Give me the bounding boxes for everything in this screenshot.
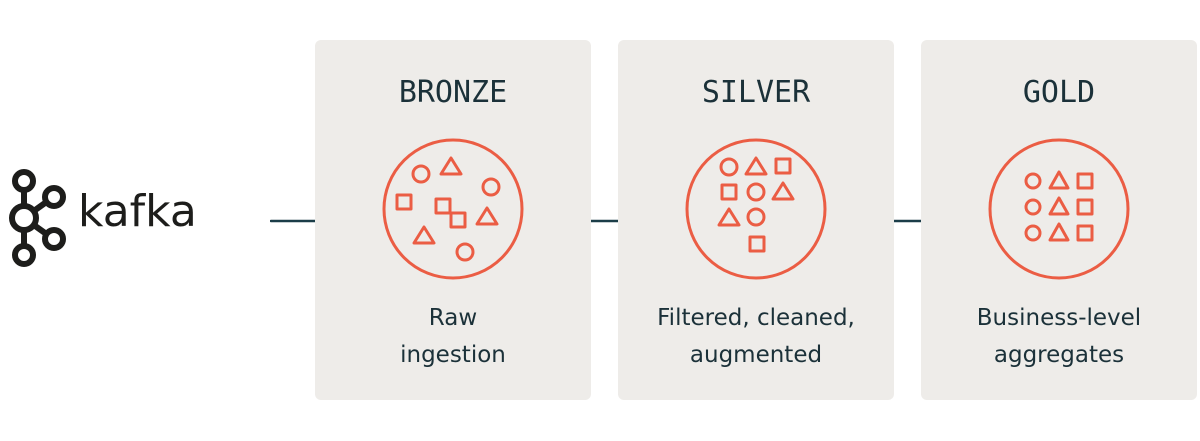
- stage-title: GOLD: [1022, 75, 1096, 110]
- kafka-logo: kafka: [2, 168, 222, 268]
- stage-title: SILVER: [701, 75, 811, 110]
- stage-description: Business-level aggregates: [921, 300, 1197, 374]
- stage-description-line: Raw: [428, 305, 478, 331]
- scattered-shapes-icon: [382, 138, 524, 280]
- stage-bronze: BRONZE Raw ingestion: [315, 40, 591, 400]
- stage-description-line: Business-level: [976, 305, 1142, 331]
- stage-description: Raw ingestion: [315, 300, 591, 374]
- stage-description-line: Filtered, cleaned,: [657, 305, 855, 331]
- stage-silver: SILVER Filtered, cleaned, augmented: [618, 40, 894, 400]
- partially-sorted-shapes-icon: [685, 138, 827, 280]
- stage-description-line: aggregates: [993, 342, 1125, 368]
- stage-gold: GOLD Business-level aggregates: [921, 40, 1197, 400]
- kafka-logo-text: kafka: [78, 186, 197, 237]
- stage-description-line: ingestion: [400, 342, 506, 368]
- stage-title: BRONZE: [398, 75, 508, 110]
- stage-description-line: augmented: [689, 342, 823, 368]
- kafka-logo-icon: [9, 169, 66, 267]
- organized-shapes-grid-icon: [988, 138, 1130, 280]
- stage-description: Filtered, cleaned, augmented: [618, 300, 894, 374]
